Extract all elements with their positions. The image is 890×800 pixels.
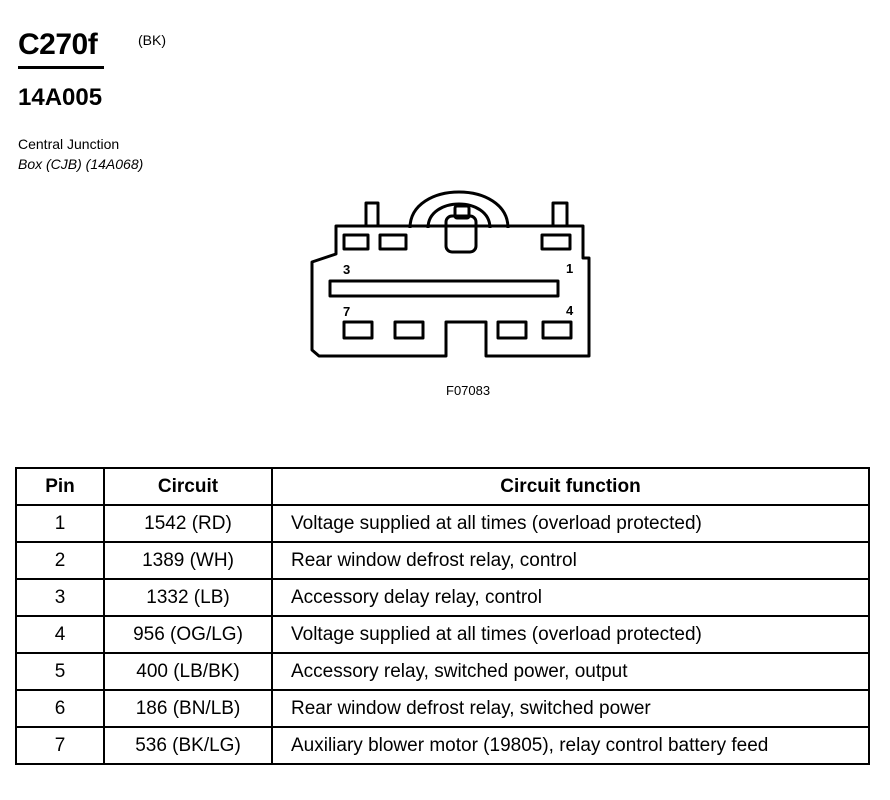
pin-cell: 4	[15, 615, 105, 654]
table-row: 7 536 (BK/LG) Auxiliary blower motor (19…	[15, 726, 870, 765]
table-row: 4 956 (OG/LG) Voltage supplied at all ti…	[15, 615, 870, 654]
connector-body	[310, 224, 591, 358]
left-post	[364, 201, 380, 226]
connector-id-underline	[18, 66, 104, 69]
pin-label-1: 1	[566, 261, 573, 276]
table-header-row: Pin Circuit Circuit function	[15, 467, 870, 506]
column-header-circuit: Circuit	[103, 467, 273, 506]
terminal-slot	[328, 279, 560, 298]
cavity-bottom-1	[342, 320, 374, 340]
circuit-cell: 1389 (WH)	[103, 541, 273, 580]
function-cell: Rear window defrost relay, control	[271, 541, 870, 580]
cavity-bottom-4	[541, 320, 573, 340]
pinout-table: Pin Circuit Circuit function 1 1542 (RD)…	[15, 467, 870, 765]
pin-cell: 1	[15, 504, 105, 543]
connector-face-diagram: 3 1 7 4	[310, 190, 591, 358]
circuit-cell: 1542 (RD)	[103, 504, 273, 543]
connector-location: Central Junction Box (CJB) (14A068)	[18, 134, 143, 174]
cavity-top-1	[342, 233, 370, 251]
circuit-cell: 956 (OG/LG)	[103, 615, 273, 654]
latch-knob-top	[453, 204, 471, 220]
pin-cell: 2	[15, 541, 105, 580]
pin-cell: 5	[15, 652, 105, 691]
cavity-bottom-3	[496, 320, 528, 340]
pin-cell: 3	[15, 578, 105, 617]
location-line-1: Central Junction	[18, 136, 120, 152]
color-code: (BK)	[138, 32, 166, 48]
latch-arch-inner	[426, 202, 492, 229]
table-row: 1 1542 (RD) Voltage supplied at all time…	[15, 504, 870, 543]
figure-id: F07083	[446, 383, 491, 398]
table-row: 5 400 (LB/BK) Accessory relay, switched …	[15, 652, 870, 691]
cavity-bottom-2	[393, 320, 425, 340]
pin-cell: 7	[15, 726, 105, 765]
pin-cell: 6	[15, 689, 105, 728]
circuit-cell: 186 (BN/LB)	[103, 689, 273, 728]
function-cell: Accessory delay relay, control	[271, 578, 870, 617]
function-cell: Rear window defrost relay, switched powe…	[271, 689, 870, 728]
pin-label-4: 4	[566, 303, 574, 318]
column-header-function: Circuit function	[271, 467, 870, 506]
table-row: 3 1332 (LB) Accessory delay relay, contr…	[15, 578, 870, 617]
cavity-top-3	[540, 233, 572, 251]
function-cell: Accessory relay, switched power, output	[271, 652, 870, 691]
part-number: 14A005	[18, 84, 103, 111]
latch-knob	[444, 214, 478, 254]
right-post	[551, 201, 569, 226]
table-row: 6 186 (BN/LB) Rear window defrost relay,…	[15, 689, 870, 728]
function-cell: Voltage supplied at all times (overload …	[271, 615, 870, 654]
column-header-pin: Pin	[15, 467, 105, 506]
latch-arch	[408, 190, 510, 229]
table-row: 2 1389 (WH) Rear window defrost relay, c…	[15, 541, 870, 580]
function-cell: Voltage supplied at all times (overload …	[271, 504, 870, 543]
pin-label-3: 3	[343, 262, 350, 277]
cavity-top-2	[378, 233, 408, 251]
pin-label-7: 7	[343, 304, 350, 319]
location-line-2: Box (CJB) (14A068)	[18, 156, 144, 172]
connector-id: C270f	[18, 28, 98, 61]
circuit-cell: 400 (LB/BK)	[103, 652, 273, 691]
circuit-cell: 1332 (LB)	[103, 578, 273, 617]
function-cell: Auxiliary blower motor (19805), relay co…	[271, 726, 870, 765]
circuit-cell: 536 (BK/LG)	[103, 726, 273, 765]
